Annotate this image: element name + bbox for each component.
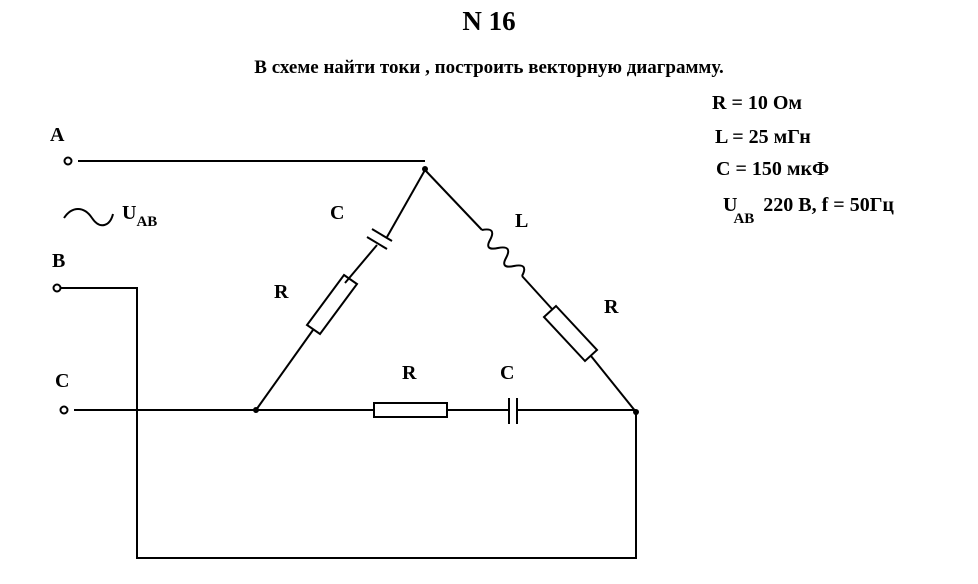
ac-source-icon xyxy=(63,208,114,227)
terminal-b xyxy=(52,283,62,293)
param-inductance: L = 25 мГн xyxy=(715,126,811,148)
bottom-resistor-label: R xyxy=(402,362,417,384)
problem-title: N 16 xyxy=(462,6,516,36)
left-capacitor-plate-2 xyxy=(366,236,388,250)
left-capacitor-plate-1 xyxy=(371,228,393,242)
terminal-c-label: C xyxy=(55,370,70,392)
task-statement: В схеме найти токи , построить векторную… xyxy=(254,57,724,78)
wire-right-top xyxy=(424,169,483,231)
node-bottom-right xyxy=(633,409,639,415)
param-voltage: UAB 220 В, f = 50Гц xyxy=(723,194,894,227)
wire-left-mid xyxy=(344,244,378,284)
param-separator: , xyxy=(811,194,817,216)
node-bottom-left xyxy=(253,407,259,413)
wire-left-bottom xyxy=(255,329,314,411)
terminal-a-label: A xyxy=(50,124,65,146)
left-resistor-label: R xyxy=(274,281,289,303)
wire-right-bottom xyxy=(590,355,637,413)
right-resistor xyxy=(542,304,599,363)
param-capacitance: C = 150 мкФ xyxy=(716,158,830,180)
source-voltage-letter: U xyxy=(122,202,137,224)
bottom-capacitor-label: C xyxy=(500,362,515,384)
source-voltage-label: UAB xyxy=(122,202,157,230)
terminal-b-label: B xyxy=(52,250,66,272)
left-resistor xyxy=(305,273,359,336)
inductor-coil xyxy=(481,228,526,277)
param-voltage-letter: U xyxy=(723,194,738,216)
left-capacitor-label: C xyxy=(330,202,345,224)
param-voltage-sub: AB xyxy=(733,211,755,227)
param-frequency: f = 50Гц xyxy=(821,194,894,216)
terminal-c xyxy=(59,405,69,415)
source-voltage-sub: AB xyxy=(136,214,158,230)
node-top xyxy=(422,166,428,172)
right-inductor-label: L xyxy=(515,210,529,232)
param-voltage-value: 220 В xyxy=(763,194,812,216)
param-resistance: R = 10 Ом xyxy=(712,92,803,114)
wire-left-top xyxy=(386,169,426,238)
wire-b-return xyxy=(60,287,637,559)
right-resistor-label: R xyxy=(604,296,619,318)
terminal-a xyxy=(63,156,73,166)
wire-right-mid xyxy=(521,275,553,310)
bottom-resistor xyxy=(373,402,448,418)
